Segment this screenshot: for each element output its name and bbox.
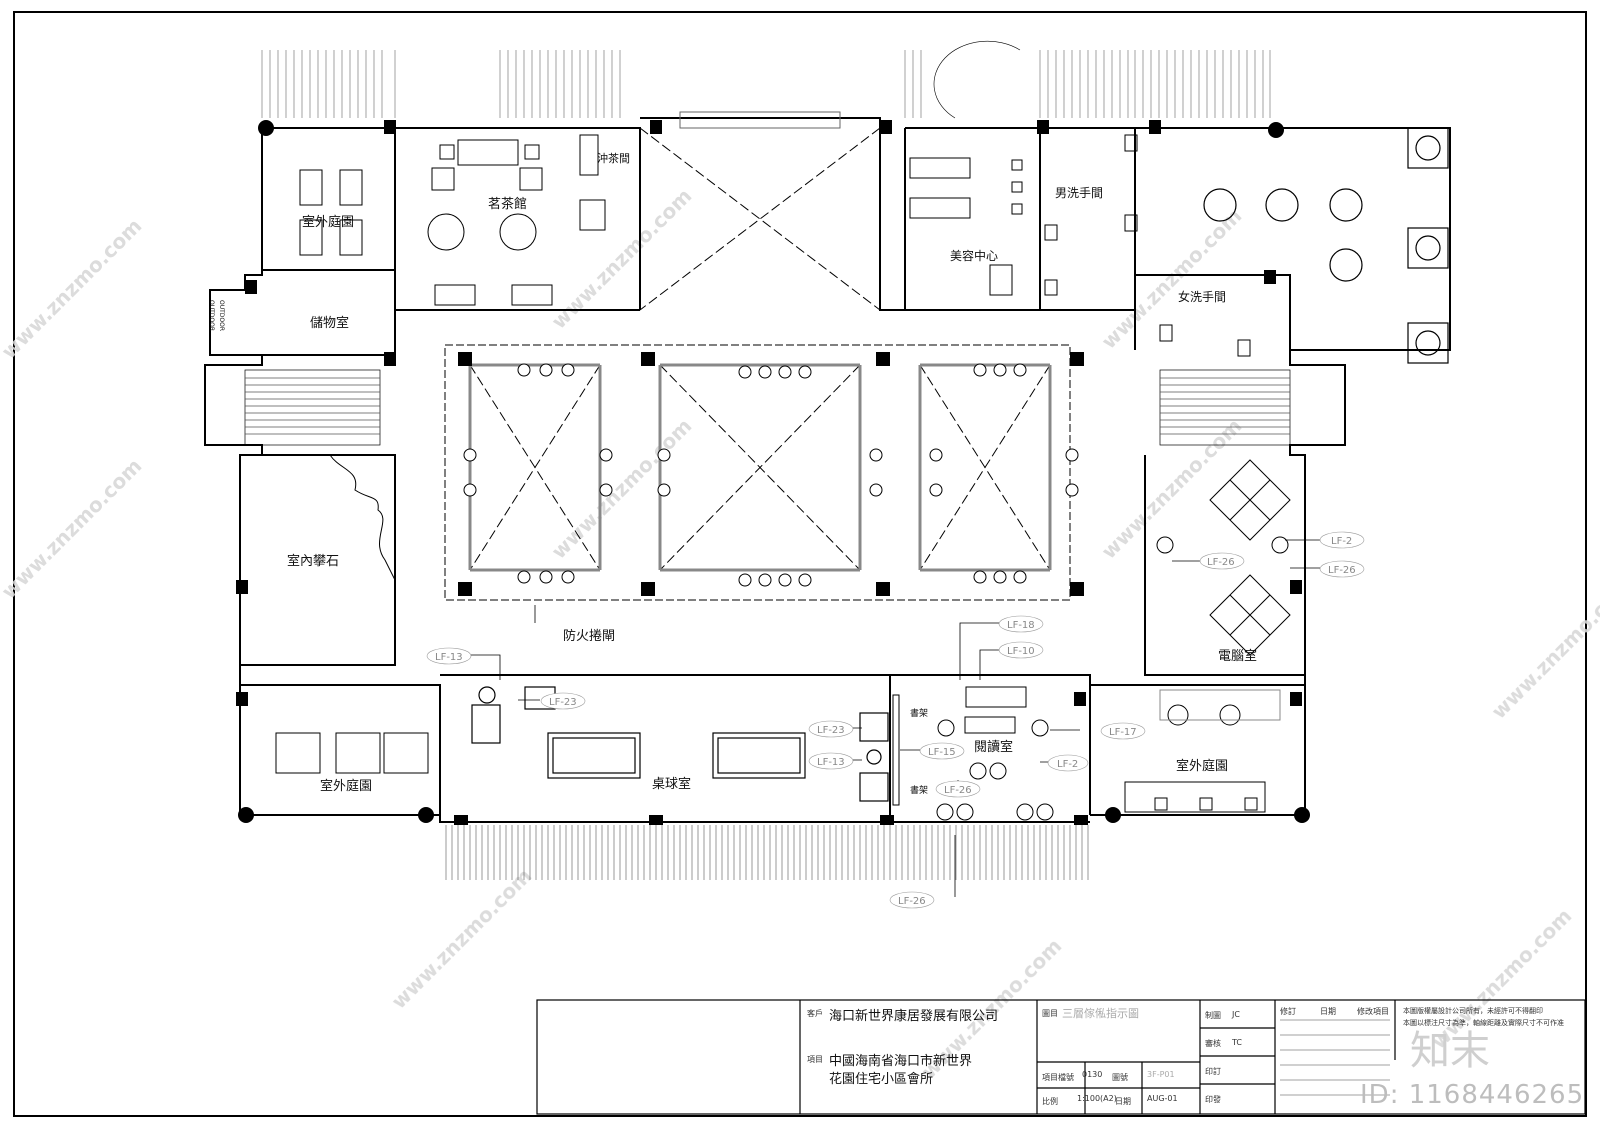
- walls: [204, 117, 1451, 823]
- title-block-frame: [536, 999, 1586, 1115]
- drawn-by: JC: [1232, 1010, 1240, 1019]
- revision-header-3: 修改項目: [1357, 1007, 1389, 1016]
- room-label-rock-climbing: 室內攀石: [287, 553, 339, 569]
- revision-header-2: 日期: [1320, 1007, 1336, 1016]
- watermark: www.znzmo.com: [547, 184, 697, 334]
- staircase-east: [1159, 369, 1291, 446]
- title-block: 客戶 海口新世界康居發展有限公司 項目 中國海南省海口市新世界 花園住宅小區會所…: [537, 1000, 1587, 1115]
- room-label-storage: 儲物室: [310, 315, 349, 331]
- image-id: ID: 1168446265: [1360, 1080, 1585, 1110]
- watermark: www.znzmo.com: [0, 454, 146, 604]
- scale-label: 比例: [1042, 1097, 1058, 1106]
- printed-label: 印訂: [1205, 1067, 1221, 1076]
- storage-door-label: OUTDOOR: [218, 300, 225, 331]
- revision-header-1: 修訂: [1280, 1007, 1296, 1016]
- lounge-tables: [1203, 127, 1449, 364]
- drawing-label: 圖目: [1042, 1009, 1058, 1018]
- garden-furniture: [275, 732, 1266, 813]
- client-label: 客戶: [807, 1009, 823, 1018]
- tag-lf2: LF-2: [1331, 536, 1352, 547]
- storage-door-label: OUTDOOR: [208, 300, 215, 331]
- date-label: 日期: [1115, 1097, 1131, 1106]
- dimension-note: 本圖以標注尺寸為準，軸線距離及實際尺寸不可作准: [1403, 1019, 1564, 1027]
- room-label-computer-room: 電腦室: [1218, 648, 1257, 664]
- tag-lf23: LF-23: [549, 697, 577, 708]
- client-name: 海口新世界康居發展有限公司: [829, 1009, 999, 1024]
- room-label-tea-house: 茗茶館: [488, 196, 527, 212]
- tea-house-furniture: [299, 134, 606, 306]
- scale: 1:100(A2): [1077, 1094, 1117, 1103]
- tag-lf18: LF-18: [1007, 620, 1035, 631]
- project-line-2: 花園住宅小區會所: [829, 1072, 934, 1087]
- room-label-tea-pantry: 沖茶間: [597, 152, 630, 165]
- beauty-restroom-fixtures: [909, 134, 1251, 357]
- brand-mark: 知末: [1410, 1028, 1490, 1074]
- tag-lf23: LF-23: [817, 725, 845, 736]
- date: AUG-01: [1147, 1094, 1178, 1103]
- checked-label: 審核: [1205, 1039, 1221, 1048]
- watermark: www.znzmo.com: [1097, 204, 1247, 354]
- checked-by: TC: [1232, 1038, 1243, 1047]
- tag-lf2: LF-2: [1057, 759, 1078, 770]
- issued-label: 印發: [1205, 1095, 1221, 1104]
- project-no: 0130: [1082, 1070, 1103, 1079]
- watermark: www.znzmo.com: [547, 414, 697, 564]
- reading-furniture: [892, 686, 1054, 821]
- drawing-title: 三層傢俬指示圖: [1062, 1007, 1139, 1020]
- watermark: www.znzmo.com: [1487, 574, 1600, 724]
- room-label-fire-shutter: 防火捲閘: [563, 628, 615, 644]
- atrium-void: [444, 111, 1071, 601]
- tag-lf13: LF-13: [817, 757, 845, 768]
- room-label-womens-restroom: 女洗手間: [1178, 289, 1226, 304]
- tag-lf15: LF-15: [928, 747, 956, 758]
- project-line-1: 中國海南省海口市新世界: [829, 1054, 973, 1069]
- tag-lf26: LF-26: [944, 785, 972, 796]
- columns: [236, 120, 1310, 825]
- tag-leaders: [470, 539, 1320, 897]
- room-label-reading-room: 閱讀室: [974, 739, 1013, 755]
- atrium-plants: [463, 363, 1079, 587]
- project-label: 項目: [807, 1055, 823, 1064]
- billiard-tables: [471, 686, 889, 802]
- drawn-label: 制圖: [1205, 1011, 1221, 1020]
- project-no-label: 項目檔號: [1042, 1073, 1074, 1082]
- climbing-wall-contour: [329, 454, 396, 581]
- tag-lf26: LF-26: [1328, 565, 1356, 576]
- staircase-west: [244, 369, 381, 446]
- room-label-beauty-center: 美容中心: [950, 248, 998, 263]
- room-label-outdoor-garden-nw: 室外庭園: [302, 214, 354, 230]
- room-label-mens-restroom: 男洗手間: [1055, 186, 1103, 200]
- watermark: www.znzmo.com: [0, 214, 146, 364]
- tag-lf13: LF-13: [435, 652, 463, 663]
- drawing-no: 3F-P01: [1147, 1070, 1175, 1079]
- room-label-outdoor-garden-se: 室外庭園: [1176, 758, 1228, 774]
- room-label-bookshelf: 書架: [910, 707, 928, 719]
- louvers-bottom: [445, 825, 1089, 880]
- louvers-top: [261, 40, 1271, 119]
- drawing-no-label: 圖號: [1112, 1073, 1128, 1082]
- furniture-tags: LF-2 LF-26 LF-26 LF-18 LF-10 LF-13 LF-23…: [426, 531, 1365, 909]
- sheet-border: [13, 11, 1587, 1117]
- tag-lf17: LF-17: [1109, 727, 1137, 738]
- room-label-outdoor-garden-sw: 室外庭園: [320, 778, 372, 794]
- computer-desks: [1156, 459, 1291, 726]
- copyright-note: 本圖版權屬設計公司所有，未經許可不得翻印: [1403, 1007, 1543, 1015]
- tag-lf26: LF-26: [898, 896, 926, 907]
- watermark: www.znzmo.com: [387, 864, 537, 1014]
- room-label-bookshelf: 書架: [910, 784, 928, 796]
- tag-lf26: LF-26: [1207, 557, 1235, 568]
- room-label-billiards: 桌球室: [652, 776, 691, 792]
- tag-lf10: LF-10: [1007, 646, 1035, 657]
